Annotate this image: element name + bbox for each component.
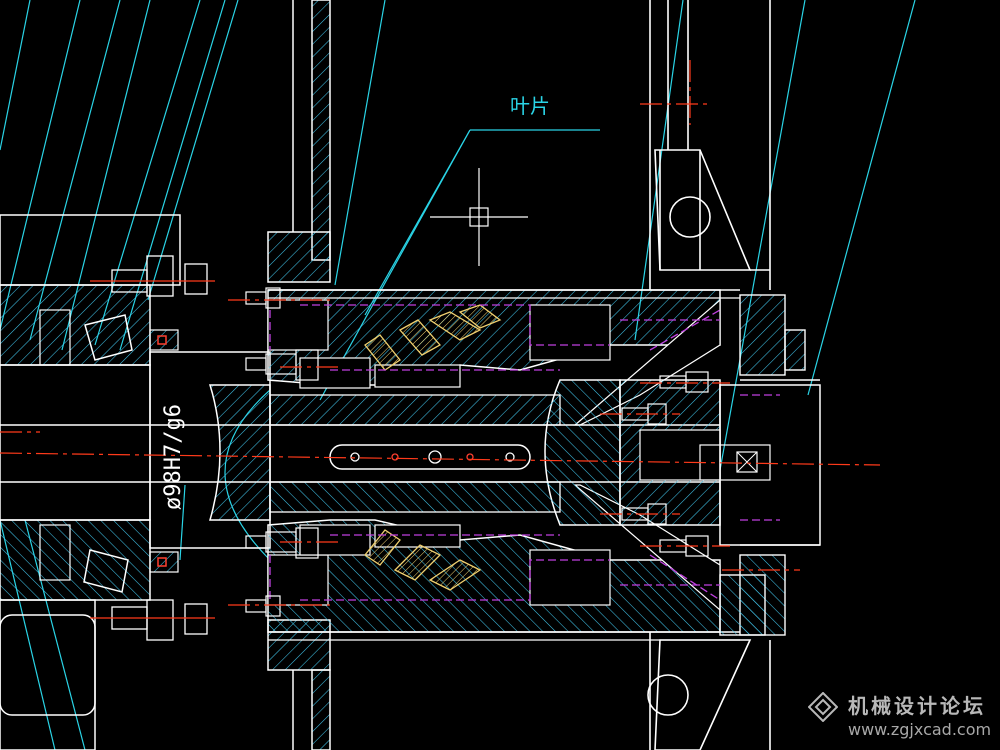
hidden-lines (269, 304, 780, 601)
crosshair-cursor-icon[interactable] (430, 168, 528, 266)
part-label-blade: 叶片 (510, 94, 550, 118)
lifting-eye-lower-icon (647, 674, 689, 716)
flange-wall (267, 0, 331, 750)
watermark-url: www.zgjxcad.com (848, 720, 992, 739)
centerlines (0, 60, 881, 606)
diamond-logo-icon (808, 692, 838, 722)
left-bearing-housing (0, 214, 271, 750)
dimension-label: ø98H7/g6 (161, 404, 186, 510)
lifting-eye-upper-icon (669, 196, 711, 238)
mandrel-shaft (0, 379, 720, 526)
watermark-title: 机械设计论坛 (848, 694, 986, 718)
blade-springs-lower (364, 529, 482, 591)
right-end-assembly (619, 294, 821, 636)
blade-springs-upper (364, 304, 502, 371)
left-bolts (90, 255, 215, 641)
